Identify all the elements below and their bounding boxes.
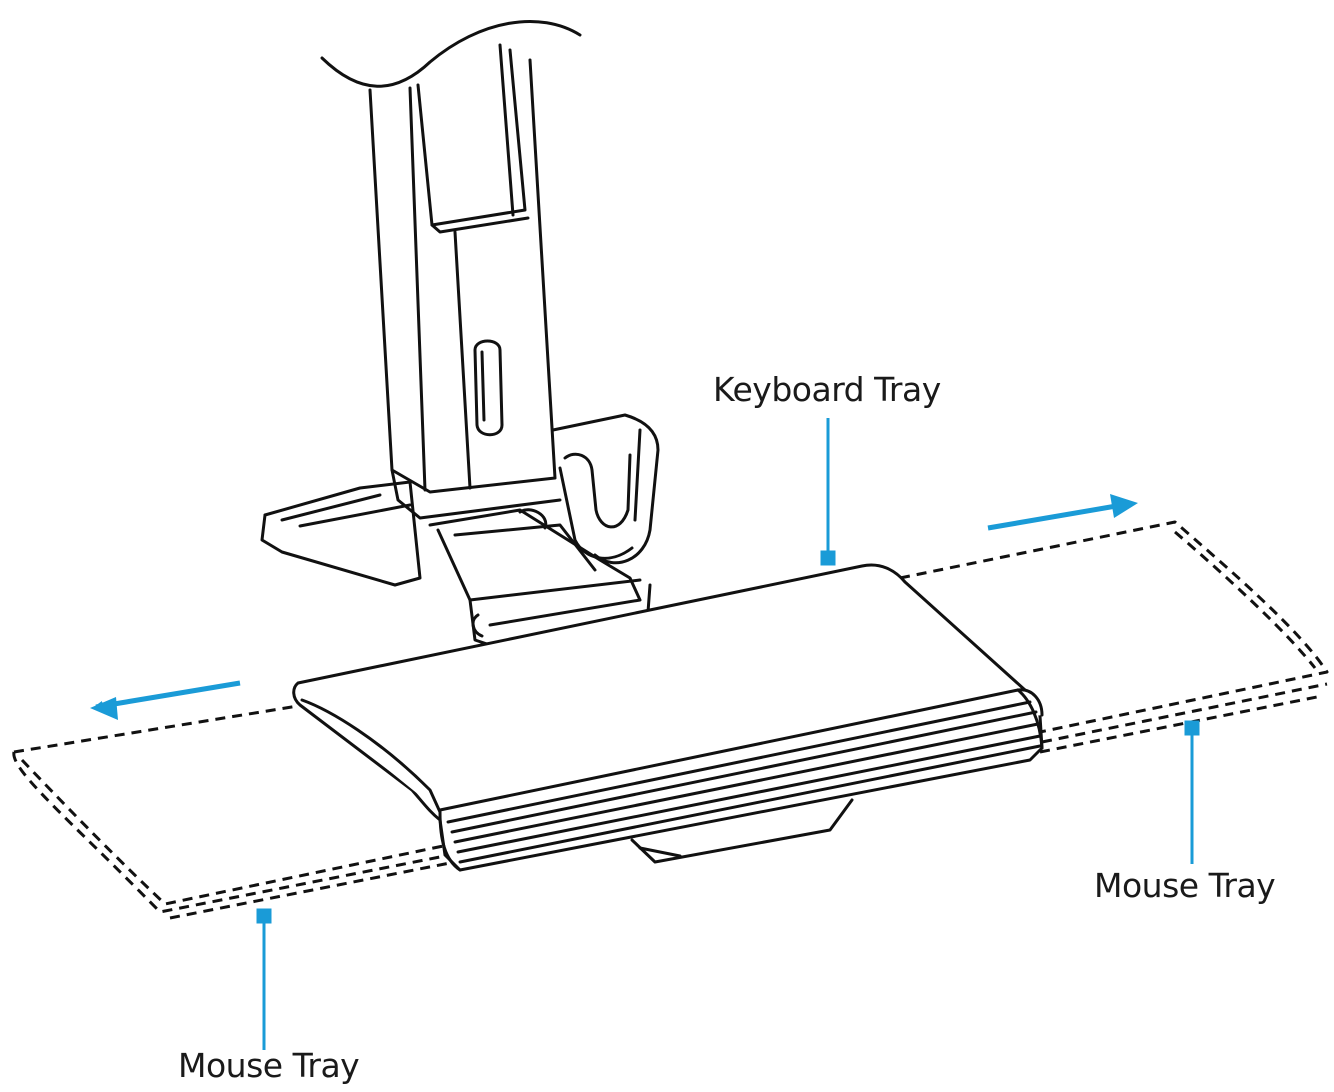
mouse-tray-right-label: Mouse Tray — [1094, 866, 1276, 905]
leader-mouse-tray-left-marker — [256, 908, 272, 924]
mounting-column — [320, 19, 582, 520]
arrowhead-right-icon — [1110, 494, 1138, 518]
callout-leaders — [256, 418, 1200, 1050]
tray-underside-bracket — [630, 798, 854, 864]
arrow-right-icon — [987, 500, 1131, 531]
mouse-tray-left-label: Mouse Tray — [178, 1046, 360, 1085]
arrowhead-left-icon — [90, 697, 118, 720]
leader-keyboard-tray-marker — [820, 550, 836, 566]
left-clamp-bracket — [260, 480, 422, 587]
keyboard-tray-label: Keyboard Tray — [713, 370, 941, 409]
mouse-tray-dashed-outline — [12, 520, 1329, 920]
arrow-left-icon — [93, 680, 241, 711]
leader-mouse-tray-right-marker — [1184, 720, 1200, 736]
tilt-hinge-bracket — [428, 508, 652, 647]
keyboard-tray — [292, 563, 1044, 872]
slide-arrows — [93, 500, 1131, 711]
